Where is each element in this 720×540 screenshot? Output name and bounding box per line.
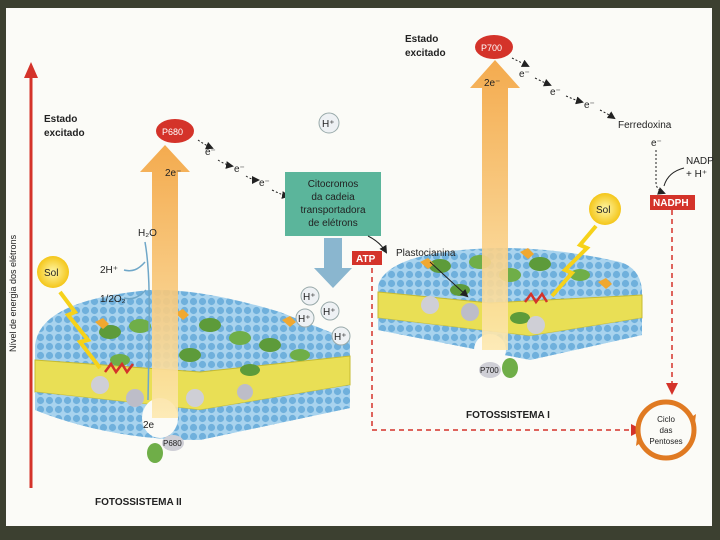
water-splitting: H₂O 2H⁺ 1/2O₂ xyxy=(100,228,157,401)
cytochrome-line-4: de elétrons xyxy=(308,218,357,229)
h-plus-2: H⁺ xyxy=(323,307,336,318)
ps1-sun: Sol xyxy=(589,193,621,225)
h-plus-top: H⁺ xyxy=(318,112,340,134)
ps2-two-e: 2e⁻ xyxy=(165,168,181,179)
ps2-electron-2: e⁻ xyxy=(234,164,245,175)
h-plus-3: H⁺ xyxy=(298,314,311,325)
pentose-line-3: Pentoses xyxy=(649,437,682,446)
nadp-line-1: NADP xyxy=(686,156,714,167)
ps2-title: FOTOSSISTEMA II xyxy=(95,497,182,508)
nadp-label: NADP + H⁺ xyxy=(663,156,714,187)
p700-bottom-label: P700 xyxy=(480,366,499,375)
pentose-line-1: Ciclo xyxy=(657,415,675,424)
ps2-sun: Sol xyxy=(37,256,69,288)
nadp-line-2: + H⁺ xyxy=(686,169,707,180)
ps1-electron-4: e⁻ xyxy=(651,138,662,149)
p680-bottom-label: P680 xyxy=(163,439,182,448)
ps1-light-bolt xyxy=(550,224,598,298)
p700-top: P700 xyxy=(475,35,513,59)
ps1-excited-line-2: excitado xyxy=(405,48,446,59)
pentose-cycle: Ciclo das Pentoses xyxy=(635,399,697,461)
ps2-sun-label: Sol xyxy=(44,268,58,279)
ps1-energy-beam xyxy=(470,60,520,350)
ps2-energy-beam xyxy=(140,145,190,418)
ps1-electron-1: e⁻ xyxy=(519,69,530,80)
atp-badge: ATP xyxy=(352,251,382,265)
energy-axis: Nível de energia dos elétrons xyxy=(8,62,38,488)
ps1-electron-2: e⁻ xyxy=(550,87,561,98)
h-plus-1: H⁺ xyxy=(303,292,316,303)
h-plus-4: H⁺ xyxy=(334,332,347,343)
p680-top: P680 xyxy=(156,119,194,143)
plastocyanin-label: Plastocianina xyxy=(396,248,456,259)
cytochrome-line-3: transportadora xyxy=(300,205,365,216)
ps2-light-bolt xyxy=(58,290,102,370)
ferredoxin-label: Ferredoxina xyxy=(618,120,672,131)
h-plus-cluster: H⁺ H⁺ H⁺ H⁺ xyxy=(295,286,351,346)
p680-bottom: P680 xyxy=(147,435,184,463)
atp-to-cycle-line xyxy=(371,268,643,436)
nadph-badge: NADPH xyxy=(650,195,695,210)
water-label: H₂O xyxy=(138,228,157,239)
cytochrome-line-1: Citocromos xyxy=(308,179,359,190)
oxygen-label: 1/2O₂ xyxy=(100,294,126,305)
protons-label: 2H⁺ xyxy=(100,265,118,276)
ps2-electron-3: e⁻ xyxy=(259,178,270,189)
p700-top-label: P700 xyxy=(481,43,502,53)
ps1-sun-label: Sol xyxy=(596,205,610,216)
ps1-title: FOTOSSISTEMA I xyxy=(466,410,550,421)
ps1-membrane xyxy=(377,248,643,366)
cytochrome-down-arrow xyxy=(314,238,352,288)
p700-bottom: P700 xyxy=(479,358,518,378)
ps1-two-e: 2e⁻ xyxy=(484,78,500,89)
ps1-electron-chain: e⁻ e⁻ e⁻ xyxy=(511,57,616,120)
pentose-line-2: das xyxy=(660,426,673,435)
ps2-excited-line-1: Estado xyxy=(44,114,77,125)
ps1-excited-line-1: Estado xyxy=(405,34,438,45)
ps2-electron-chain: e⁻ e⁻ e⁻ xyxy=(197,139,290,199)
cytochrome-box: Citocromos da cadeia transportadora de e… xyxy=(285,172,381,236)
nadph-label: NADPH xyxy=(653,198,689,209)
h-plus-top-label: H⁺ xyxy=(322,119,335,130)
atp-label: ATP xyxy=(356,254,376,265)
ps2-proteins xyxy=(91,309,310,407)
ps2-e-bottom: 2e xyxy=(143,420,155,431)
ps2-electron-1: e⁻ xyxy=(205,147,216,158)
ps1-excited-label: Estado excitado xyxy=(405,34,446,59)
ps2-membrane xyxy=(34,289,351,440)
cytochrome-line-2: da cadeia xyxy=(311,192,355,203)
energy-axis-label: Nível de energia dos elétrons xyxy=(8,234,18,352)
ps2-excited-line-2: excitado xyxy=(44,128,85,139)
p680-top-label: P680 xyxy=(162,127,183,137)
ps1-electron-3: e⁻ xyxy=(584,100,595,111)
ps2-excited-label: Estado excitado xyxy=(44,114,85,139)
